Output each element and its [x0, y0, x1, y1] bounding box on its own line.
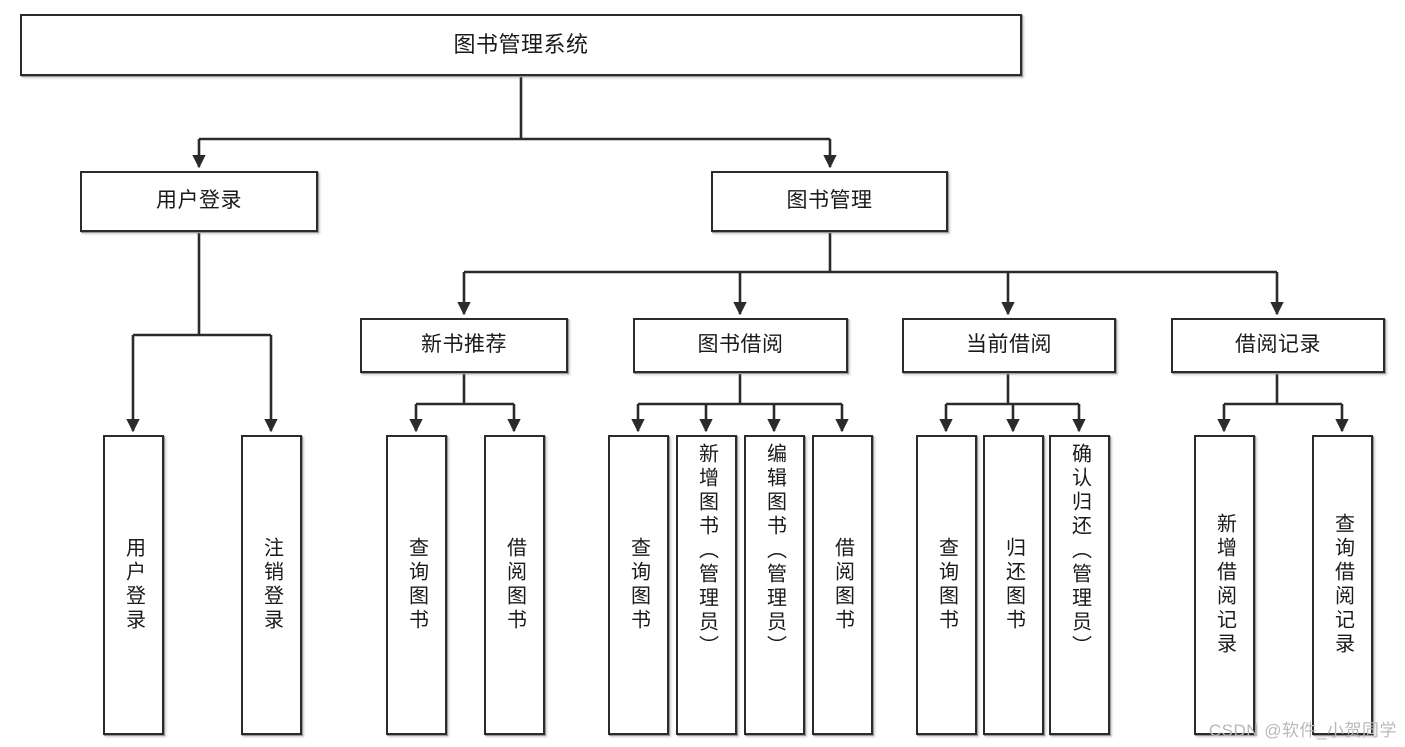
- node-borrow-record-label: 借阅记录: [1235, 333, 1321, 357]
- node-leaf-add-record-label: 新增借阅记录: [1213, 513, 1236, 657]
- node-leaf-query-record-label: 查询借阅记录: [1331, 513, 1354, 657]
- node-leaf-query-book-1-label: 查询图书: [405, 537, 428, 633]
- node-leaf-borrow-book-1-label: 借阅图书: [503, 537, 526, 633]
- node-leaf-edit-book[interactable]: 编辑图书（管理员）: [744, 435, 805, 735]
- node-current-borrow-label: 当前借阅: [966, 333, 1052, 357]
- node-book-borrow-label: 图书借阅: [697, 333, 784, 357]
- node-current-borrow[interactable]: 当前借阅: [902, 318, 1116, 373]
- node-root[interactable]: 图书管理系统: [20, 14, 1022, 76]
- node-leaf-query-book-3-label: 查询图书: [935, 537, 958, 633]
- node-leaf-borrow-book-2-label: 借阅图书: [831, 537, 854, 633]
- node-new-book-recommend-label: 新书推荐: [421, 333, 507, 357]
- node-leaf-borrow-book-2[interactable]: 借阅图书: [812, 435, 873, 735]
- node-leaf-confirm-return-label: 确认归还（管理员）: [1068, 443, 1091, 659]
- node-leaf-query-book-1[interactable]: 查询图书: [386, 435, 447, 735]
- node-leaf-query-book-2[interactable]: 查询图书: [608, 435, 669, 735]
- node-leaf-logout-login-label: 注销登录: [260, 537, 283, 633]
- node-leaf-query-book-2-label: 查询图书: [627, 537, 650, 633]
- node-leaf-user-login-label: 用户登录: [122, 537, 145, 633]
- node-book-manage[interactable]: 图书管理: [711, 171, 948, 232]
- node-book-borrow[interactable]: 图书借阅: [633, 318, 848, 373]
- node-leaf-edit-book-label: 编辑图书（管理员）: [763, 443, 786, 659]
- node-book-manage-label: 图书管理: [786, 189, 873, 213]
- node-borrow-record[interactable]: 借阅记录: [1171, 318, 1385, 373]
- node-leaf-add-book[interactable]: 新增图书（管理员）: [676, 435, 737, 735]
- node-new-book-recommend[interactable]: 新书推荐: [360, 318, 568, 373]
- node-leaf-user-login[interactable]: 用户登录: [103, 435, 164, 735]
- node-leaf-confirm-return[interactable]: 确认归还（管理员）: [1049, 435, 1110, 735]
- node-leaf-query-record[interactable]: 查询借阅记录: [1312, 435, 1373, 735]
- node-root-label: 图书管理系统: [453, 32, 589, 58]
- csdn-watermark: CSDN @软件_小贺同学: [1208, 721, 1397, 740]
- node-leaf-return-book[interactable]: 归还图书: [983, 435, 1044, 735]
- node-leaf-add-book-label: 新增图书（管理员）: [695, 443, 718, 659]
- node-leaf-return-book-label: 归还图书: [1002, 537, 1025, 633]
- node-leaf-logout-login[interactable]: 注销登录: [241, 435, 302, 735]
- node-leaf-add-record[interactable]: 新增借阅记录: [1194, 435, 1255, 735]
- node-leaf-borrow-book-1[interactable]: 借阅图书: [484, 435, 545, 735]
- node-leaf-query-book-3[interactable]: 查询图书: [916, 435, 977, 735]
- node-user-login[interactable]: 用户登录: [80, 171, 318, 232]
- node-user-login-label: 用户登录: [156, 189, 242, 213]
